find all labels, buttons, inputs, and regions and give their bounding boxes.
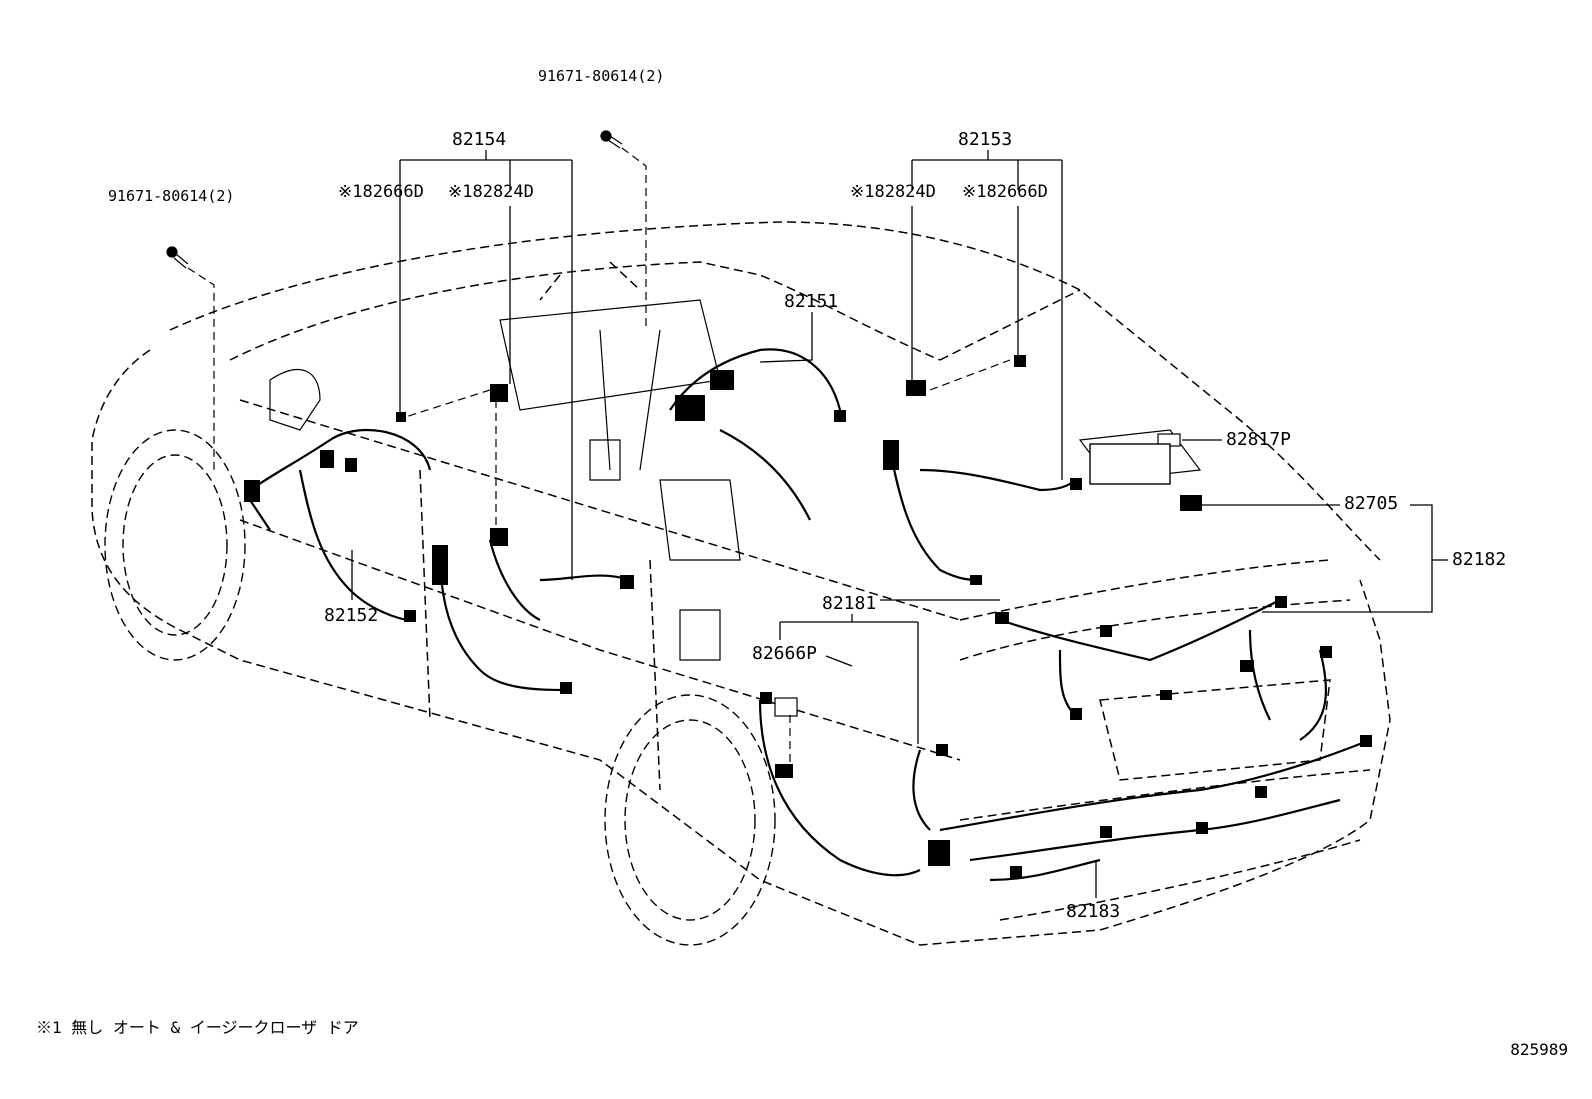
wire-harnesses — [249, 348, 1371, 882]
diagram-code: 825989 — [1510, 1040, 1568, 1059]
callout-bolt-left[interactable]: 91671-80614(2) — [108, 187, 235, 205]
callout-82152[interactable]: 82152 — [324, 605, 379, 626]
bolt-icon-center — [600, 130, 623, 149]
callout-82151[interactable]: 82151 — [784, 291, 839, 312]
callout-82154[interactable]: 82154 — [452, 129, 507, 150]
callout-leader-lines — [351, 150, 1448, 898]
bolt-icon-left — [166, 246, 189, 269]
callout-82154-sub1[interactable]: ※182666D — [338, 182, 424, 202]
callout-82817p[interactable]: 82817P — [1226, 429, 1292, 450]
callout-82181[interactable]: 82181 — [822, 593, 877, 614]
bolt-leader-lines — [187, 147, 1011, 765]
connectors — [244, 355, 1372, 878]
callout-82154-sub2[interactable]: ※182824D — [448, 182, 534, 202]
callout-bolt-center[interactable]: 91671-80614(2) — [538, 67, 665, 85]
callout-82183[interactable]: 82183 — [1066, 901, 1121, 922]
callout-82182[interactable]: 82182 — [1452, 549, 1507, 570]
callout-82666p[interactable]: 82666P — [752, 643, 818, 664]
callout-82705[interactable]: 82705 — [1344, 493, 1399, 514]
interior-details — [269, 299, 1202, 661]
callout-82153-sub2[interactable]: ※182666D — [962, 182, 1048, 202]
front-wheel — [104, 429, 246, 661]
footnote: ※1 無し オート & イージークローザ ドア — [36, 1018, 359, 1037]
car-body-outline — [91, 221, 1391, 946]
rear-wheel — [604, 694, 776, 946]
callout-82153[interactable]: 82153 — [958, 129, 1013, 150]
callout-82153-sub1[interactable]: ※182824D — [850, 182, 936, 202]
